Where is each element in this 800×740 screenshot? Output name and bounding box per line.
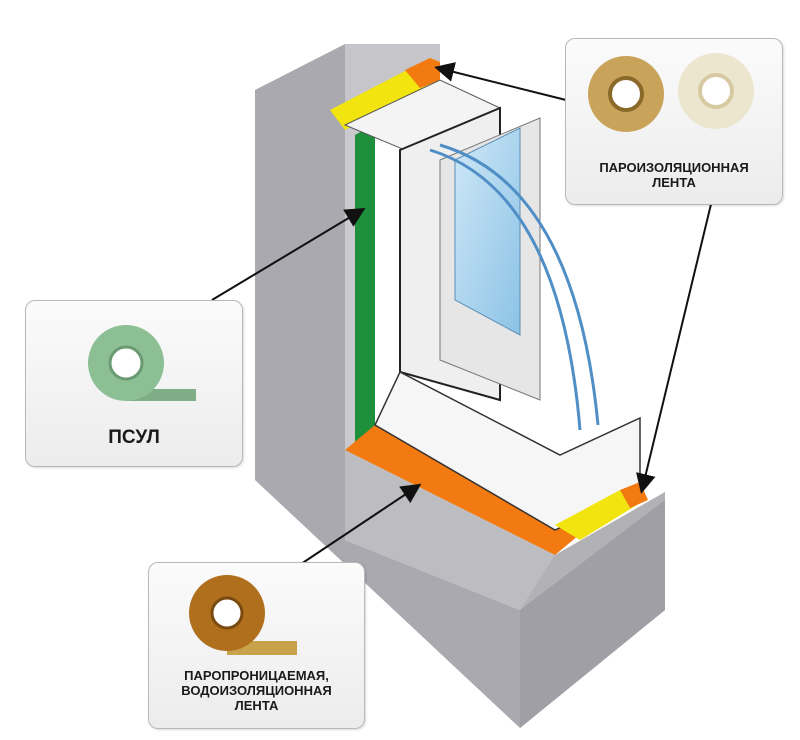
- window-sill-frame: [374, 370, 641, 531]
- psul-roll-icon: [88, 325, 196, 401]
- callout-psul: ПСУЛ: [25, 300, 243, 467]
- permeable-label-line3: ЛЕНТА: [234, 697, 279, 713]
- arrow-permeable: [297, 483, 422, 567]
- arrow-vapor-bottom: [636, 199, 713, 494]
- wall-left-face: [255, 44, 520, 728]
- wall-reveal: [345, 62, 440, 460]
- permeable-roll-icon: [189, 575, 297, 655]
- waterproof-strip: [345, 425, 585, 555]
- sill-stone-front: [345, 450, 555, 610]
- tape-rolls-icon: [588, 53, 754, 132]
- top-vapor-tape: [405, 58, 440, 88]
- permeable-label-line1: ПАРОПРОНИЦАЕМАЯ,: [184, 668, 329, 683]
- callout-permeable-tape: ПАРОПРОНИЦАЕМАЯ, ВОДОИЗОЛЯЦИОННАЯ ЛЕНТА: [148, 562, 365, 729]
- psul-strip: [355, 124, 375, 448]
- permeable-label-line2: ВОДОИЗОЛЯЦИОННАЯ: [181, 682, 332, 698]
- bottom-foam: [555, 490, 645, 540]
- vapor-label-line1: ПАРОИЗОЛЯЦИОННАЯ: [599, 160, 749, 175]
- arrow-vapor-top: [434, 62, 567, 101]
- arrow-psul: [211, 207, 366, 301]
- vapor-label-line2: ЛЕНТА: [652, 174, 696, 190]
- psul-label: ПСУЛ: [108, 427, 160, 448]
- sill-stone-side: [520, 500, 665, 728]
- callout-vapor-barrier-tape: ПАРОИЗОЛЯЦИОННАЯ ЛЕНТА: [565, 38, 783, 205]
- glass-edge: [429, 143, 600, 431]
- glass-pane: [454, 127, 521, 336]
